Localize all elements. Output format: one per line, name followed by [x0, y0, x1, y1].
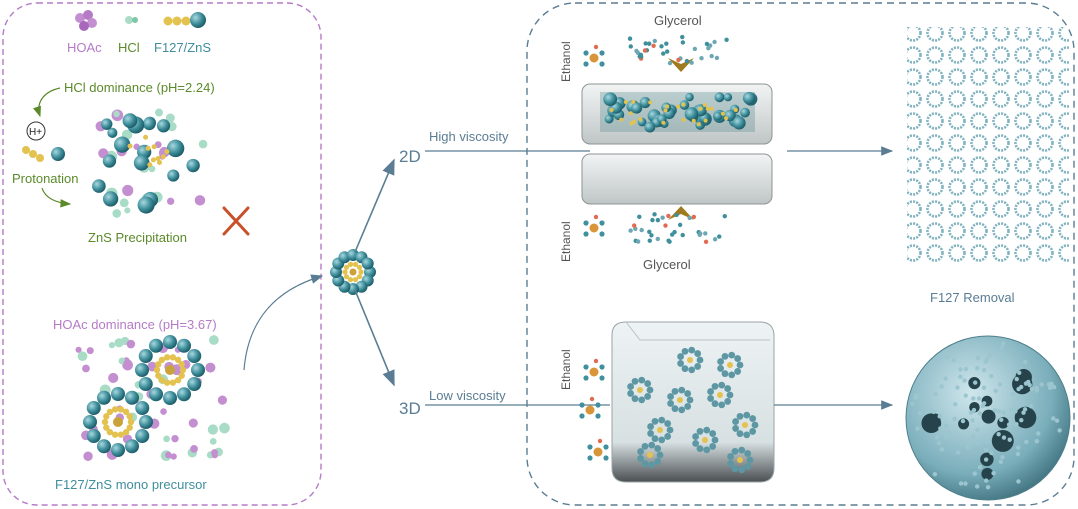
f127-zns-legend-icon	[163, 12, 206, 28]
micelle-flowers-icon	[627, 346, 759, 474]
hcl-curve-arrow-top	[32, 87, 61, 118]
label-2d: 2D	[399, 147, 421, 166]
hoac-legend-icon	[75, 10, 97, 31]
arrow-to-3d	[354, 289, 395, 387]
glycerol-molecules-bottom-icon	[628, 212, 727, 244]
sphere-pores-icon	[910, 341, 1062, 490]
hoac-dominance-title: HOAc dominance (pH=3.67)	[53, 317, 217, 332]
label-3d: 3D	[399, 399, 421, 418]
hcl-precipitate-cluster-icon	[92, 108, 208, 218]
proton-label: H+	[29, 127, 42, 138]
glycerol-arrow-bottom	[668, 206, 694, 220]
mesoporous-2d-array	[907, 27, 1069, 265]
hcl-legend-icon	[125, 16, 138, 24]
ethanol-molecules-icon	[579, 44, 609, 461]
arrow-to-2d	[354, 158, 395, 253]
precursor-to-micelle-arrow	[243, 274, 324, 371]
glycerol-label-bottom: Glycerol	[643, 257, 691, 272]
legend-hcl-label: HCl	[118, 40, 140, 55]
protonation-label: Protonation	[12, 171, 79, 186]
micelle-icon	[330, 249, 376, 295]
proton-icon	[26, 121, 46, 141]
protonation-molecule-icon	[22, 146, 65, 162]
low-viscosity-label: Low viscosity	[429, 388, 506, 403]
left-panel	[2, 2, 322, 506]
high-viscosity-label: High viscosity	[429, 129, 509, 144]
legend-f127-zns-label: F127/ZnS	[154, 40, 211, 55]
ethanol-label-middle: Ethanol	[559, 221, 573, 262]
cross-icon	[222, 206, 250, 236]
legend-hoac-label: HOAc	[67, 40, 102, 55]
ethanol-label-top: Ethanol	[559, 41, 573, 82]
mesostructure-film-icon	[603, 91, 758, 133]
ethanol-label-bottom: Ethanol	[559, 349, 573, 390]
f127-removal-label: F127 Removal	[930, 290, 1015, 305]
glycerol-molecules-top-icon	[627, 34, 729, 66]
hoac-precursor-cluster-icon	[75, 335, 230, 462]
glycerol-label-top: Glycerol	[654, 13, 702, 28]
zns-precipitation-label: ZnS Precipitation	[88, 230, 187, 245]
hcl-curve-arrow-bottom	[41, 187, 72, 208]
hcl-dominance-title: HCl dominance (pH=2.24)	[64, 80, 215, 95]
legend: HOAc HCl F127/ZnS	[67, 10, 211, 55]
precursor-caption: F127/ZnS mono precursor	[55, 477, 207, 492]
